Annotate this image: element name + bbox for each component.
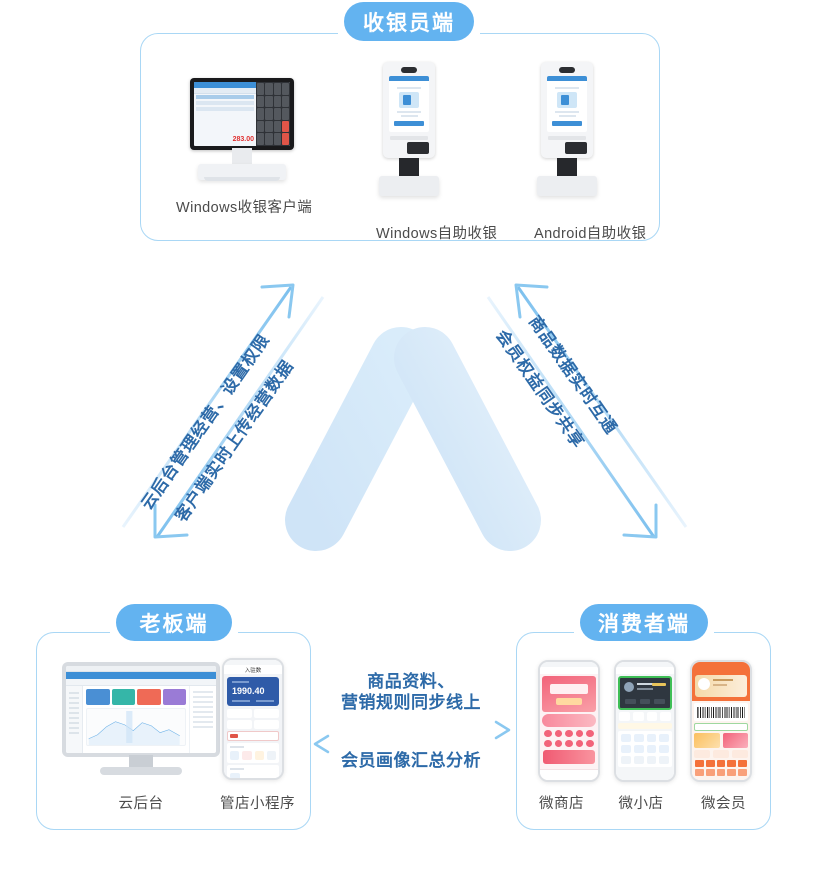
device-kiosk-android: Android自助收银 <box>534 62 647 243</box>
device-label-wei-shop: 微商店 <box>539 796 584 812</box>
center-flow-backward-label: 会员画像汇总分析 <box>341 751 481 770</box>
mini-shop-quick-actions <box>619 712 671 721</box>
center-flow-arrows <box>313 720 511 754</box>
kiosk-screen <box>547 76 587 132</box>
pos-stand-neck <box>232 148 252 166</box>
device-wei-mini-shop <box>614 660 676 782</box>
device-label-cloud-backend: 云后台 <box>118 796 164 812</box>
consumer-device-labels: 微商店 微小店 微会员 <box>520 792 768 813</box>
pos-total-amount: 283.00 <box>232 136 254 143</box>
device-label-kiosk-windows: Windows自助收银 <box>376 226 498 242</box>
boss-device-labels: 云后台 管店小程序 <box>62 792 295 813</box>
kiosk-scan-illustration <box>399 92 419 108</box>
triangle-logo <box>285 327 541 567</box>
left-flow-arrows <box>121 283 325 539</box>
device-pos-terminal: 283.00 Windows收银客户端 <box>176 78 313 217</box>
device-label-wei-member: 微会员 <box>701 796 746 812</box>
member-barcode <box>694 703 748 721</box>
boss-phone-amount: 1990.40 <box>232 686 265 696</box>
device-label-pos: Windows收银客户端 <box>176 200 313 216</box>
center-flow-forward-line2: 营销规则同步线上 <box>341 693 481 712</box>
device-label-store-miniapp: 管店小程序 <box>220 796 295 812</box>
consumer-badge: 消费者端 <box>580 604 708 641</box>
desktop-monitor-icon <box>62 662 220 780</box>
pos-keypad <box>256 82 290 146</box>
kiosk-camera-icon <box>559 67 575 73</box>
dashboard-stat-cards <box>86 689 186 705</box>
kiosk-scanner-icon <box>565 142 587 154</box>
kiosk-icon <box>377 62 441 196</box>
pos-screen: 283.00 <box>190 78 294 150</box>
right-flow-arrows <box>486 283 688 539</box>
boss-phone-title: 入驻数 <box>224 665 282 674</box>
cashier-badge: 收银员端 <box>344 2 474 41</box>
phone-icon <box>690 660 752 782</box>
pos-stand-base <box>198 164 286 181</box>
device-store-miniapp: 入驻数 1990.40 <box>222 658 284 780</box>
pos-terminal-icon: 283.00 <box>178 78 306 186</box>
dashboard-line-chart <box>86 708 186 746</box>
kiosk-scanner-icon <box>407 142 429 154</box>
boss-badge: 老板端 <box>116 604 232 641</box>
center-flow-forward-line1: 商品资料、 <box>367 672 455 691</box>
device-label-kiosk-android: Android自助收银 <box>534 226 647 242</box>
phone-icon <box>614 660 676 782</box>
device-wei-shop <box>538 660 600 782</box>
boss-phone-amount-card: 1990.40 <box>227 677 279 706</box>
device-wei-member <box>690 660 752 782</box>
device-label-wei-mini-shop: 微小店 <box>618 796 664 812</box>
device-kiosk-windows: Windows自助收银 <box>376 62 498 243</box>
center-flow-forward-label: 商品资料、 营销规则同步线上 <box>313 671 509 713</box>
kiosk-screen <box>389 76 429 132</box>
kiosk-camera-icon <box>401 67 417 73</box>
shop-icon-grid <box>544 730 594 747</box>
dashboard-screen <box>66 666 216 753</box>
device-cloud-backend <box>62 662 220 780</box>
phone-icon: 入驻数 1990.40 <box>222 658 284 780</box>
kiosk-scan-illustration <box>557 92 577 108</box>
phone-icon <box>538 660 600 782</box>
kiosk-icon <box>535 62 599 196</box>
